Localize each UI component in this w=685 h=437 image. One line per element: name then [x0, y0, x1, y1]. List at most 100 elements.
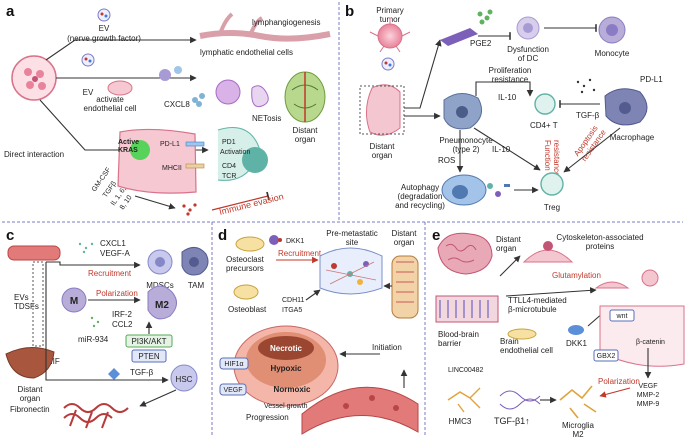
apoptosis-resistance-label: Apoptosisresistance	[572, 122, 608, 163]
vegfa-label: VEGF-A	[100, 249, 130, 258]
m2-macrophage-icon	[147, 285, 177, 320]
beta-catenin-label: β-catenin	[636, 339, 665, 346]
hif1a-label: HIF1α	[224, 361, 243, 368]
arrow-treg	[563, 127, 621, 173]
initiation-label: Initiation	[372, 343, 402, 352]
pi3k-label: PI3K/AKT	[131, 337, 166, 346]
itga5-label: ITGA5	[282, 307, 302, 314]
mif-label: MIF	[46, 357, 60, 366]
monocyte-m-icon	[61, 287, 87, 313]
pdl1-label-b: PD-L1	[640, 75, 663, 84]
il10-label-b: IL-10	[492, 145, 511, 154]
gbx2-box	[593, 349, 619, 362]
arrow-fibronectin	[139, 389, 177, 407]
monocyte-icon	[598, 16, 626, 44]
vegf-box	[219, 383, 247, 396]
lymphatic-vessel-icon	[199, 12, 331, 42]
monocyte-label: Monocyte	[595, 49, 630, 58]
dkk1-e-icon	[568, 325, 584, 335]
arrow-ev-ngf	[45, 36, 197, 61]
ev-icon-b	[381, 57, 395, 71]
hif1a-box	[219, 357, 249, 370]
cxcl-dots-icon	[78, 242, 94, 254]
liver-icon	[5, 347, 55, 379]
premetastatic-site-icon	[319, 247, 383, 295]
pi3k-box	[125, 334, 173, 348]
polarization-label-e: Polarization	[598, 377, 640, 386]
ev-label-1: EV	[99, 24, 110, 33]
pge2-dots-icon	[477, 9, 493, 25]
cd4t-label: CD4+ T	[530, 121, 558, 130]
brain-icon	[437, 232, 493, 275]
dysfunctional-dc-icon	[516, 16, 540, 40]
arrow-hsc	[45, 262, 169, 384]
macrophage-icon	[604, 88, 648, 126]
tgfb-cell-icon	[108, 368, 120, 380]
osteoclast-icon	[235, 236, 265, 252]
treg-icon	[540, 172, 564, 196]
panel-c-label: c	[6, 227, 14, 244]
hsc-label: HSC	[176, 375, 193, 384]
immune-evasion-label: Immune evasion	[218, 191, 285, 217]
pten-label: PTEN	[138, 352, 160, 361]
tam-label: TAM	[188, 281, 205, 290]
hmc3-label: HMC3	[449, 417, 472, 426]
immune-evasion-inhibit	[211, 191, 270, 211]
cxcl1-label: CXCL1	[100, 239, 126, 248]
il10-label-a: IL-10	[498, 93, 517, 102]
normoxic-label: Normoxic	[274, 385, 311, 394]
mmp9-label: MMP-9	[637, 401, 660, 408]
arrow-proliferation	[475, 81, 534, 97]
fibronectin-label: Fibronectin	[10, 405, 50, 414]
panel-a-label: a	[6, 3, 15, 20]
vegf-label-d: VEGF	[223, 387, 242, 394]
distant-organ-icon	[284, 71, 326, 123]
mir934-label: miR-934	[78, 335, 109, 344]
vessel-growth-label: Vessel growth	[264, 403, 308, 410]
arrow-polarization-e	[599, 387, 631, 398]
osteoblast-icon	[233, 284, 259, 300]
m-label: M	[70, 296, 78, 307]
dkk1-icon	[269, 235, 282, 245]
pten-box	[131, 349, 167, 363]
receptor-icons	[185, 141, 205, 169]
cd4t-cell-icon	[534, 93, 556, 115]
pneumonocyte-icon	[443, 93, 483, 130]
hypoxic-label: Hypoxic	[270, 364, 302, 373]
tgfb1-label: TGF-β1↑	[494, 416, 530, 426]
microglia-icon	[559, 385, 597, 419]
m2-label: M2	[155, 300, 169, 311]
arrow-to-dc	[404, 39, 442, 109]
wnt-label: wnt	[616, 313, 628, 320]
macrophage-label: Macrophage	[610, 133, 655, 142]
activation-label: Activation	[220, 149, 250, 156]
endothelial-e-icon	[507, 328, 537, 340]
glutamylation-label: Glutamylation	[552, 271, 601, 280]
hmc3-icon	[447, 387, 481, 413]
cdh11-label: CDH11	[282, 297, 305, 304]
panel-a: a EV (nerve growth factor) EV lymphangio…	[4, 3, 331, 217]
netosis-label: NETosis	[252, 114, 281, 123]
recruitment-label-c: Recruitment	[88, 269, 132, 278]
ccl-dots-icon	[90, 316, 100, 328]
lung-distant-organ-icon	[359, 84, 405, 136]
function-resistance-label: Functionresistance	[543, 140, 561, 177]
lymphangiogenesis-label: lymphangiogenesis	[252, 18, 321, 27]
neutrophil-icon	[215, 79, 269, 108]
linc-label: LINC00482	[448, 367, 484, 374]
bone-icon	[391, 255, 419, 319]
recruitment-label-d: Recruitment	[278, 249, 322, 258]
panel-b-label: b	[345, 3, 354, 20]
primary-tumor-icon	[369, 18, 411, 53]
wnt-box	[609, 309, 635, 322]
